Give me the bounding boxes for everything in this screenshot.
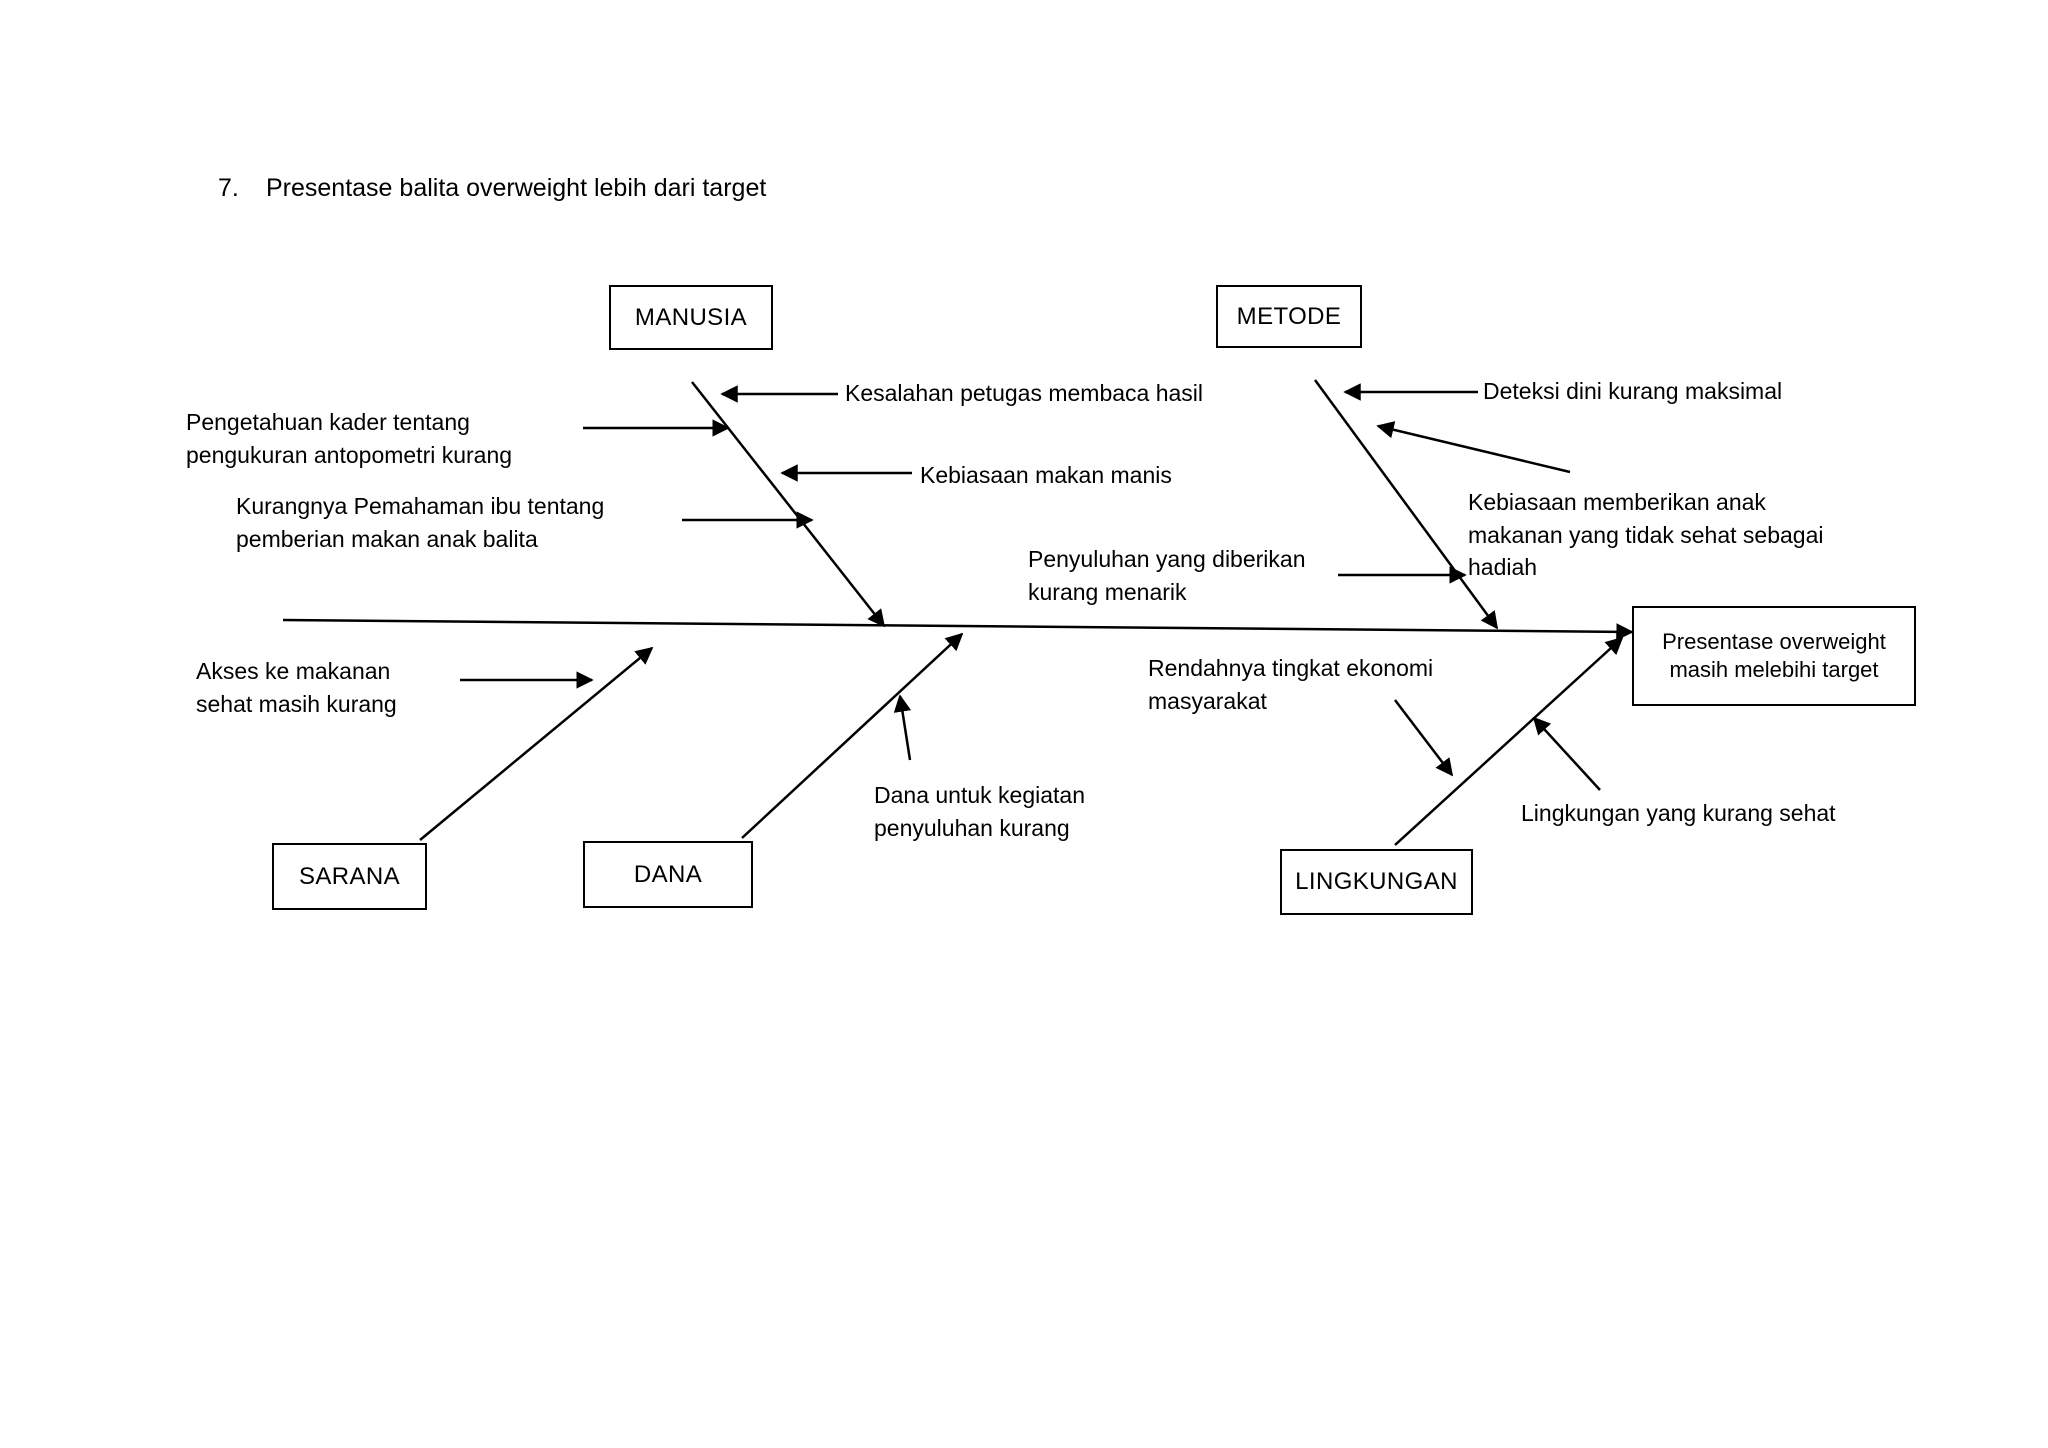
arrow-kebiasaan-hadiah (1376, 421, 1571, 474)
category-label-metode: METODE (1236, 302, 1342, 330)
cause-penyuluhan-kurang-menarik: Penyuluhan yang diberikan kurang menarik (1028, 546, 1306, 605)
category-box-sarana[interactable]: SARANA (272, 843, 427, 910)
effect-label: Presentase overweight masih melebihi tar… (1662, 628, 1886, 682)
cause-deteksi-dini: Deteksi dini kurang maksimal (1483, 378, 1783, 404)
category-box-dana[interactable]: DANA (583, 841, 753, 908)
branch-manusia (691, 381, 886, 628)
category-box-lingkungan[interactable]: LINGKUNGAN (1280, 849, 1473, 915)
effect-box[interactable]: Presentase overweight masih melebihi tar… (1632, 606, 1916, 706)
category-box-manusia[interactable]: MANUSIA (609, 285, 773, 350)
category-label-sarana: SARANA (298, 862, 401, 890)
cause-kebiasaan-makan-manis: Kebiasaan makan manis (920, 462, 1172, 488)
cause-lingkungan-kurang-sehat: Lingkungan yang kurang sehat (1521, 800, 1836, 826)
arrow-dana-penyuluhan (893, 694, 912, 761)
category-label-manusia: MANUSIA (634, 303, 748, 331)
category-label-lingkungan: LINGKUNGAN (1295, 868, 1458, 895)
cause-kurangnya-pemahaman-ibu: Kurangnya Pemahaman ibu tentang pemberia… (236, 493, 605, 552)
cause-kesalahan-petugas: Kesalahan petugas membaca hasil (845, 380, 1204, 406)
title-number: 7. (218, 174, 239, 202)
page-title: 7. Presentase balita overweight lebih da… (218, 174, 766, 203)
cause-pengetahuan-kader: Pengetahuan kader tentang pengukuran ant… (186, 409, 513, 468)
category-label-dana: DANA (633, 860, 703, 888)
title-text: Presentase balita overweight lebih dari … (266, 174, 767, 202)
cause-kebiasaan-hadiah: Kebiasaan memberikan anak makanan yang t… (1468, 489, 1824, 581)
spine-line (282, 618, 1634, 641)
cause-rendahnya-ekonomi: Rendahnya tingkat ekonomi masyarakat (1148, 655, 1434, 714)
category-box-metode[interactable]: METODE (1216, 285, 1362, 348)
arrow-lingkungan-sehat (1532, 716, 1601, 791)
cause-akses-makanan-sehat: Akses ke makanan sehat masih kurang (196, 658, 397, 717)
cause-dana-penyuluhan: Dana untuk kegiatan penyuluhan kurang (874, 782, 1085, 841)
